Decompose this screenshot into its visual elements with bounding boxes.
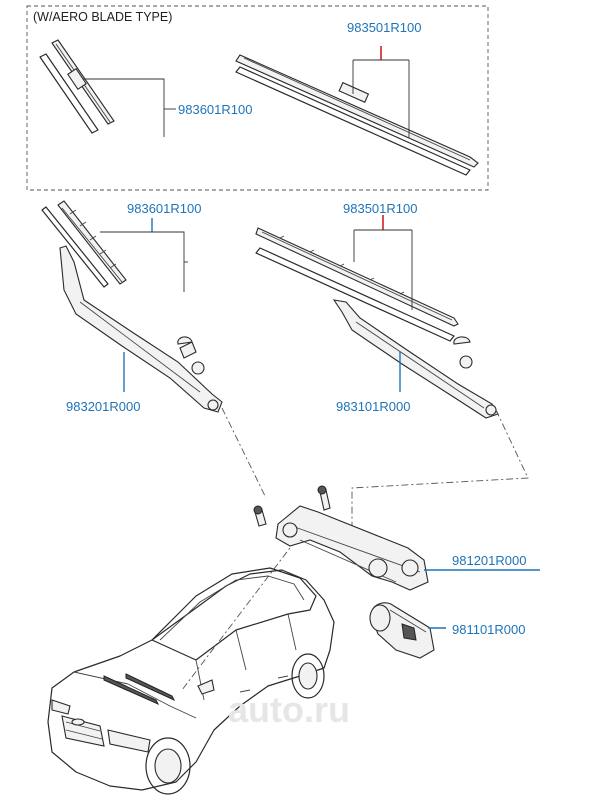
passenger-blade-drawing <box>41 200 127 288</box>
part-number-aero-driver-blade: 983501R100 <box>347 20 421 35</box>
linkage-drawing <box>253 485 429 591</box>
part-number-passenger-blade: 983601R100 <box>127 201 201 216</box>
part-number-linkage: 981201R000 <box>452 553 526 568</box>
motor-drawing <box>369 602 435 659</box>
aero-passenger-leader <box>83 78 176 137</box>
aero-passenger-blade-drawing <box>39 39 115 134</box>
frame-title: (W/AERO BLADE TYPE) <box>33 10 172 24</box>
part-number-passenger-arm: 983201R000 <box>66 399 140 414</box>
passenger-arm-drawing <box>59 245 223 413</box>
watermark: auto.ru <box>228 689 350 730</box>
frame-border <box>26 5 489 191</box>
aero-driver-leader <box>352 46 410 138</box>
part-number-driver-arm: 983101R000 <box>336 399 410 414</box>
driver-blade-leader <box>353 215 413 310</box>
part-number-aero-passenger-blade: 983601R100 <box>178 102 252 117</box>
passenger-blade-leader <box>100 218 188 292</box>
part-number-driver-blade: 983501R100 <box>343 201 417 216</box>
aero-blade-frame: (W/AERO BLADE TYPE) 983601R100 983501R10… <box>26 5 489 191</box>
aero-driver-blade-drawing <box>235 54 479 176</box>
alignment-lines <box>181 407 529 691</box>
sedan-car-drawing <box>47 567 335 795</box>
driver-blade-drawing <box>255 227 459 342</box>
part-number-motor: 981101R000 <box>452 622 526 637</box>
